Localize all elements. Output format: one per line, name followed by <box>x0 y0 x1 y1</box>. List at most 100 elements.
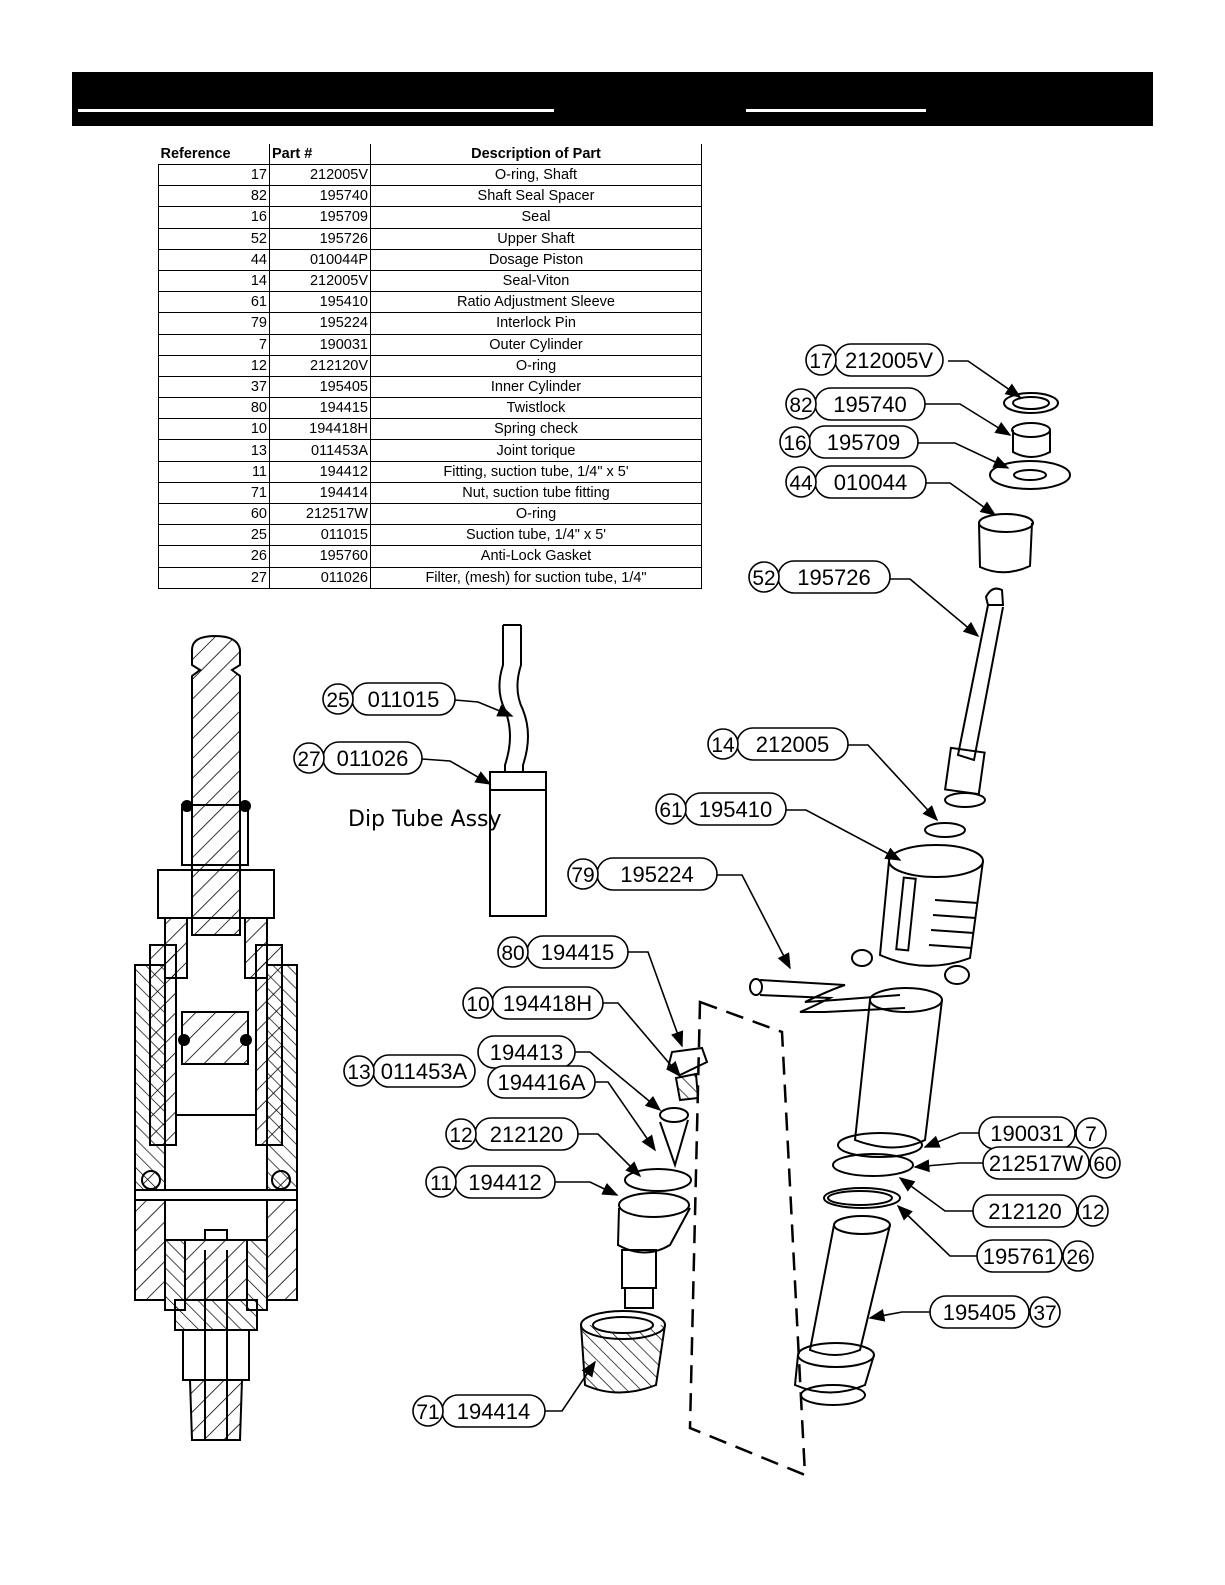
callout-part-number: 195761 <box>983 1244 1056 1269</box>
callout-part-number: 194412 <box>468 1170 541 1195</box>
oring-14 <box>924 822 966 838</box>
row-part-number: 212005V <box>269 270 371 293</box>
callout-reference-number: 27 <box>297 748 320 771</box>
callout: 194413 <box>477 1035 576 1069</box>
callout-part-number: 212120 <box>490 1122 563 1147</box>
callout-reference-circle <box>567 858 599 890</box>
row-part-number: 212005V <box>269 164 371 187</box>
callout: 212005 14 <box>707 727 849 761</box>
row-reference: 80 <box>158 397 270 420</box>
callout-reference-circle <box>343 1055 375 1087</box>
row-reference: 12 <box>158 355 270 377</box>
callout-reference-circle <box>805 344 837 376</box>
callout-reference-number: 10 <box>466 993 489 1016</box>
header-bar <box>72 72 1153 126</box>
upper-shaft-assembly <box>943 392 1071 808</box>
leader-lines <box>421 360 1022 1412</box>
callout-reference-number: 82 <box>789 394 812 417</box>
row-description: Anti-Lock Gasket <box>370 545 702 568</box>
callout-reference-circle <box>655 793 687 825</box>
header-rule-right <box>746 109 926 112</box>
row-part-number: 195726 <box>269 228 371 250</box>
dashed-assembly-outline <box>688 1000 807 1477</box>
row-part-number: 190031 <box>269 334 371 356</box>
row-reference: 11 <box>158 461 270 483</box>
callout-reference-circle <box>322 683 354 715</box>
row-reference: 25 <box>158 524 270 547</box>
callout-part-number: 195405 <box>943 1300 1016 1325</box>
callout-reference-number: 13 <box>347 1061 370 1084</box>
row-reference: 17 <box>158 164 270 187</box>
row-description: Shaft Seal Spacer <box>370 185 702 208</box>
row-description: Filter, (mesh) for suction tube, 1/4" <box>370 567 702 589</box>
callout-part-number: 212005V <box>845 348 933 373</box>
callout-reference-number: 14 <box>711 734 735 757</box>
callout-reference-number: 17 <box>809 350 832 373</box>
callout-part-number: 194415 <box>541 940 614 965</box>
row-description: O-ring <box>370 503 702 526</box>
row-description: Spring check <box>370 418 702 441</box>
row-description: Suction tube, 1/4" x 5' <box>370 524 702 547</box>
row-reference: 27 <box>158 567 270 589</box>
callout-part-number: 195726 <box>797 565 870 590</box>
callout-part-number: 212005 <box>756 732 829 757</box>
row-description: Upper Shaft <box>370 228 702 250</box>
suction-fitting-assembly <box>616 1046 709 1309</box>
callout-reference-number: 79 <box>571 864 594 887</box>
row-description: Ratio Adjustment Sleeve <box>370 291 702 314</box>
row-part-number: 195760 <box>269 545 371 568</box>
row-part-number: 194414 <box>269 482 371 505</box>
header-part-number: Part # <box>269 144 371 165</box>
row-reference: 52 <box>158 228 270 250</box>
callout: 194416A <box>487 1065 596 1099</box>
callout-reference-circle <box>1029 1296 1061 1328</box>
callout-reference-circle <box>1075 1117 1107 1149</box>
row-description: Twistlock <box>370 397 702 420</box>
callout-reference-circle <box>425 1166 457 1198</box>
callout-part-number: 212517W <box>989 1151 1083 1176</box>
row-reference: 13 <box>158 439 270 462</box>
callout-reference-circle <box>445 1118 477 1150</box>
callout-reference-circle <box>707 728 739 760</box>
callout-reference-number: 12 <box>1081 1201 1104 1224</box>
row-part-number: 195405 <box>269 376 371 399</box>
row-reference: 37 <box>158 376 270 399</box>
dip-tube-assembly <box>489 624 547 917</box>
row-part-number: 194418H <box>269 418 371 441</box>
header-description: Description of Part <box>370 144 702 165</box>
row-description: O-ring, Shaft <box>370 164 702 187</box>
row-part-number: 212120V <box>269 355 371 377</box>
callout-part-number: 195740 <box>833 392 906 417</box>
suction-tube-nut <box>580 1310 666 1394</box>
row-reference: 26 <box>158 545 270 568</box>
callout-part-bubble <box>487 1065 596 1099</box>
callout-part-bubble <box>929 1295 1030 1329</box>
inner-cylinder <box>793 1215 891 1406</box>
callout-reference-number: 71 <box>416 1401 439 1424</box>
row-description: Interlock Pin <box>370 312 702 335</box>
callout-part-number: 195709 <box>827 430 900 455</box>
callout-part-number: 194414 <box>457 1399 530 1424</box>
row-part-number: 194412 <box>269 461 371 483</box>
row-description: Seal <box>370 206 702 229</box>
callout-part-number: 194416A <box>497 1070 585 1095</box>
